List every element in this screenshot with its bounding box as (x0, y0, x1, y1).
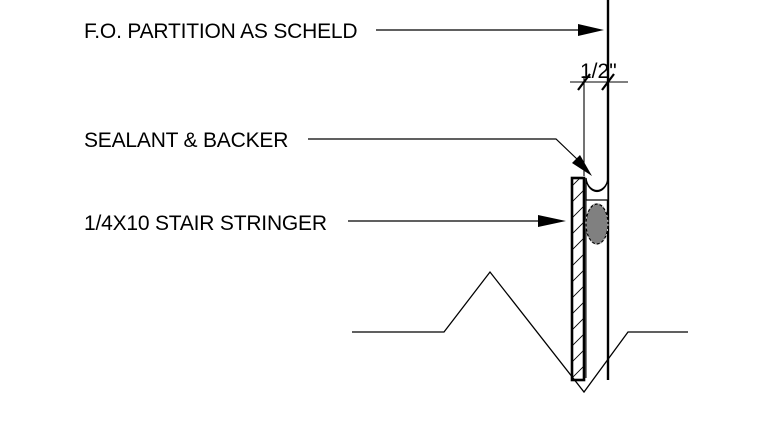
stringer-hatch (572, 178, 584, 379)
partition-note: F.O. PARTITION AS SCHELD (84, 20, 604, 43)
partition-arrowhead (578, 24, 604, 36)
dimension-label: 1/2" (580, 60, 617, 83)
backer-rod (585, 203, 609, 245)
partition-note-text: F.O. PARTITION AS SCHELD (84, 20, 357, 43)
stringer-note-text: 1/4X10 STAIR STRINGER (84, 212, 327, 235)
stringer-arrowhead (538, 215, 566, 227)
sealant-bead (585, 177, 609, 201)
sealant-note: SEALANT & BACKER (84, 129, 592, 176)
sealant-arrowhead (572, 155, 592, 176)
stringer-note: 1/4X10 STAIR STRINGER (84, 212, 566, 235)
sealant-note-text: SEALANT & BACKER (84, 129, 288, 152)
sealant-joint (585, 177, 609, 245)
dim-tick-left (577, 73, 591, 91)
sealant-leader (308, 138, 579, 161)
dimension-half-inch: 1/2" (570, 60, 628, 176)
sealant-curve (585, 179, 609, 192)
stair-stringer (570, 176, 586, 382)
backer-rod-inner (585, 203, 609, 245)
dim-tick-right (601, 73, 615, 91)
ground-break-line (352, 270, 688, 394)
